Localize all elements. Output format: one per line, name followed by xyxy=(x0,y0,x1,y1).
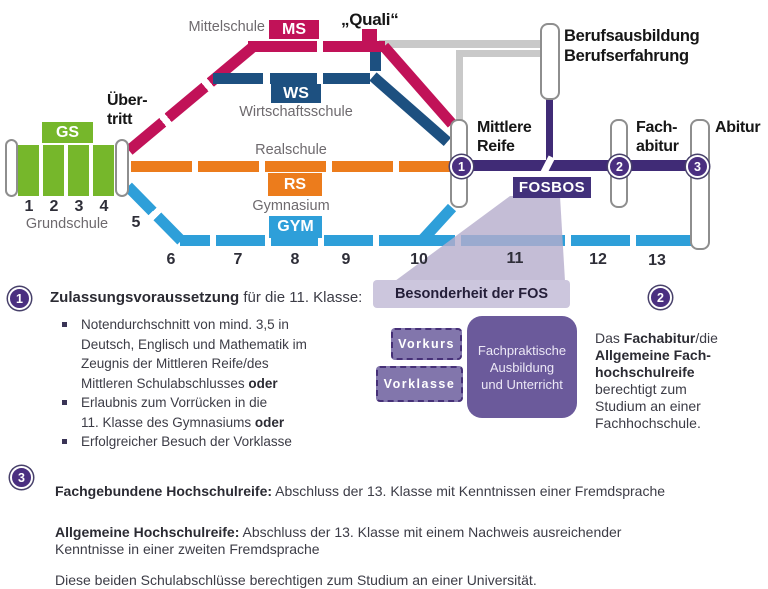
grade-13: 13 xyxy=(648,252,666,269)
grade-5: 5 xyxy=(131,214,141,231)
gym-abbr-box: GYM xyxy=(269,216,322,238)
badge-3-diagram: 3 xyxy=(686,155,709,178)
abitur-label: Abitur xyxy=(715,119,761,136)
uebertritt-pill xyxy=(115,139,129,197)
mittelschule-label: Mittelschule xyxy=(188,19,265,35)
grundschule-label: Grundschule xyxy=(25,216,109,232)
gs-block-3 xyxy=(68,145,89,196)
note1-heading: Zulassungsvoraussetzung für die 11. Klas… xyxy=(50,289,363,306)
gs-abbr-box: GS xyxy=(42,122,93,143)
ws-vertical-connector xyxy=(370,51,381,71)
realschule-label: Realschule xyxy=(255,142,327,158)
berufsausbildung-pill xyxy=(540,23,560,100)
bullet-icon xyxy=(62,439,67,444)
fachpraktische-box: Fachpraktische Ausbildung und Unterricht xyxy=(467,316,577,418)
mittlerereife-to-beruf-line-v xyxy=(456,50,463,122)
rs-horizontal-line xyxy=(131,161,453,172)
uebertritt-label: Über- tritt xyxy=(107,92,148,128)
badge-2-diagram: 2 xyxy=(608,155,631,178)
vorkurs-box: Vorkurs xyxy=(391,328,462,360)
gs-block-2 xyxy=(43,145,64,196)
note3-para-1: Fachgebundene Hochschulreife: Abschluss … xyxy=(55,483,666,499)
gym-horizontal-line xyxy=(180,235,691,246)
gym-abbr-label: GYM xyxy=(277,218,314,235)
rs-abbr-box: RS xyxy=(268,173,322,196)
note3-text: Fachgebundene Hochschulreife: Abschluss … xyxy=(55,466,745,589)
mittlerereife-to-beruf-line-h xyxy=(456,50,545,57)
grade-7: 7 xyxy=(233,251,243,268)
bullet-icon xyxy=(62,322,67,327)
grade-6: 6 xyxy=(166,251,176,268)
grade-10: 10 xyxy=(410,251,428,268)
grade-11: 11 xyxy=(506,250,524,267)
quali-tick xyxy=(362,29,377,52)
ws-horizontal-line xyxy=(213,73,370,84)
quali-label: „Quali“ xyxy=(341,10,399,29)
ws-abbr-label: WS xyxy=(283,84,309,102)
gs-grade-4: 4 xyxy=(99,198,109,215)
ms-abbr-label: MS xyxy=(282,20,306,38)
school-system-diagram: GS 1 2 3 4 Grundschule Über- tritt Mitte… xyxy=(5,10,761,588)
note2-text: Das Fachabitur/die Allgemeine Fach- hoch… xyxy=(595,330,718,431)
note1-item-2: Erlaubnis zum Vorrücken in die 11. Klass… xyxy=(62,393,362,432)
vorklasse-box: Vorklasse xyxy=(376,366,463,402)
badge-1-note: 1 xyxy=(8,287,31,310)
note3-para-2: Allgemeine Hochschulreife: Abschluss der… xyxy=(55,524,622,557)
grade-9: 9 xyxy=(341,251,351,268)
fachabitur-label: Fach- abitur xyxy=(636,119,679,155)
beruf-to-fosbos-line xyxy=(546,97,553,161)
mittlere-reife-label: Mittlere Reife xyxy=(477,119,532,155)
note3-para-3: Diese beiden Schulabschlüsse berechtigen… xyxy=(55,572,537,588)
fosbos-line-overlay xyxy=(461,160,697,171)
gs-grade-2: 2 xyxy=(49,198,59,215)
gs-grade-1: 1 xyxy=(24,198,34,215)
gymnasium-label: Gymnasium xyxy=(252,198,330,214)
note1-item-1: Notendurchschnitt von mind. 3,5 in Deuts… xyxy=(62,315,362,393)
fos-detail-title-box: Besonderheit der FOS xyxy=(373,280,570,308)
grade-8: 8 xyxy=(290,251,300,268)
badge-2-note: 2 xyxy=(649,286,672,309)
fosbos-horizontal-line xyxy=(461,160,697,171)
quali-to-beruf-line xyxy=(379,40,545,48)
ws-abbr-box: WS xyxy=(271,84,321,103)
ms-horizontal-line xyxy=(248,41,385,52)
note1-list: Notendurchschnitt von mind. 3,5 in Deuts… xyxy=(62,315,362,452)
badge-3-note: 3 xyxy=(10,466,33,489)
gs-block-1 xyxy=(18,145,39,196)
abitur-pill xyxy=(690,119,710,250)
grundschule-start-pill xyxy=(5,139,18,197)
gs-block-4 xyxy=(93,145,114,196)
bullet-icon xyxy=(62,400,67,405)
gs-abbr-label: GS xyxy=(55,123,80,141)
ms-abbr-box: MS xyxy=(269,20,319,39)
wirtschaftsschule-label: Wirtschaftsschule xyxy=(239,104,353,120)
grade-12: 12 xyxy=(589,251,607,268)
fosbos-box: FOSBOS xyxy=(513,177,591,198)
badge-1-diagram: 1 xyxy=(450,155,473,178)
rs-abbr-label: RS xyxy=(283,175,307,193)
gs-grade-3: 3 xyxy=(74,198,84,215)
berufsausbildung-label: Berufsausbildung Berufserfahrung xyxy=(564,27,700,65)
note1-item-3: Erfolgreicher Besuch der Vorklasse xyxy=(62,432,362,452)
